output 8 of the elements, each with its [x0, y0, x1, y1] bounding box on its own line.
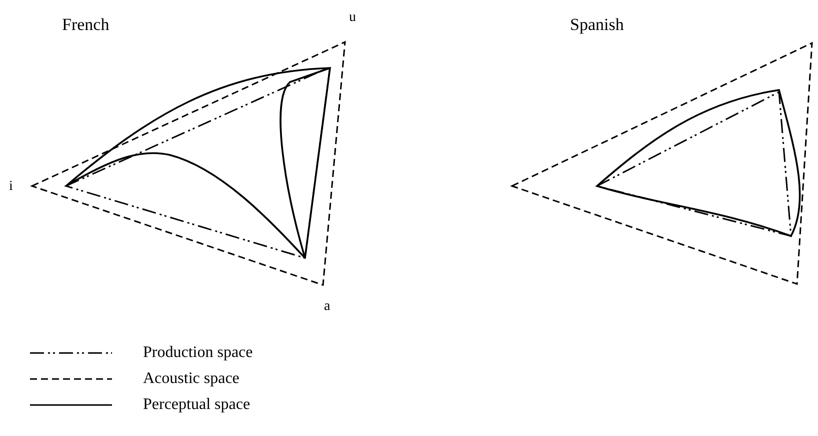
vowel-label: a	[324, 298, 330, 316]
legend-label: Production space	[143, 343, 253, 363]
legend-label: Perceptual space	[143, 395, 250, 415]
panel-title: French	[62, 14, 110, 36]
vowel-label: u	[349, 9, 356, 27]
panel-title: Spanish	[570, 14, 624, 36]
vowel-label: i	[9, 178, 13, 196]
legend-label: Acoustic space	[143, 369, 240, 389]
